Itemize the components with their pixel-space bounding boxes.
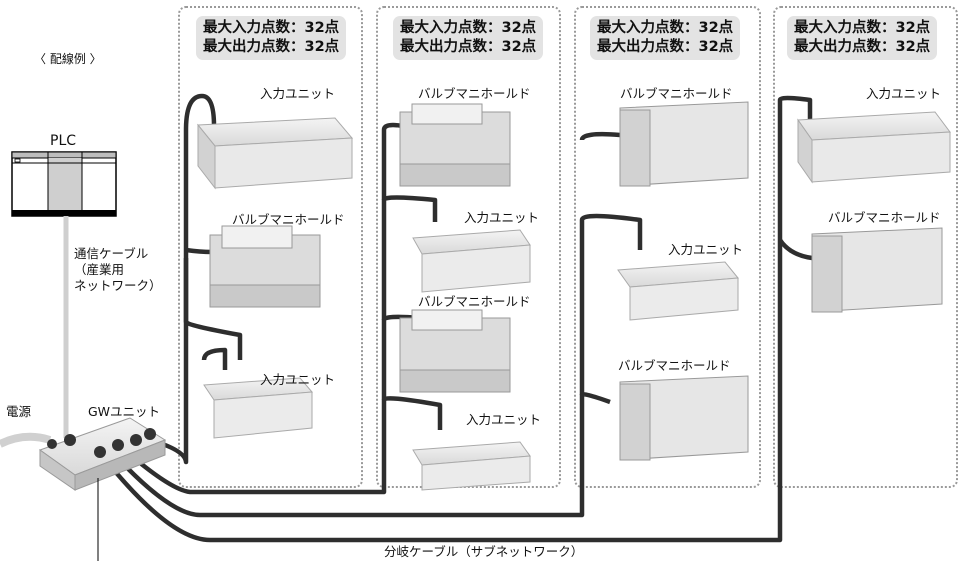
gw-unit-device	[38, 417, 167, 491]
device-label: バルブマニホールド	[232, 212, 345, 227]
spec-output: 最大出力点数：32点	[400, 39, 537, 55]
plc-label: PLC	[50, 133, 77, 149]
device-label: 入力ユニット	[260, 372, 336, 387]
device-label: 入力ユニット	[466, 412, 542, 427]
branch-cable-label: 分岐ケーブル（サブネットワーク）	[384, 544, 584, 559]
device-label: バルブマニホールド	[418, 294, 531, 309]
spec-output: 最大出力点数：32点	[794, 39, 931, 55]
spec-input: 最大入力点数：32点	[400, 20, 537, 36]
panel-2-spec: 最大入力点数：32点 最大出力点数：32点	[393, 16, 544, 60]
valve-manifold-device	[619, 375, 749, 461]
panel-3	[574, 6, 761, 488]
plc-icon	[11, 151, 117, 217]
input-unit-device	[617, 261, 739, 321]
branch-cables	[102, 93, 813, 543]
device-label: バルブマニホールド	[618, 358, 731, 373]
spec-input: 最大入力点数：32点	[203, 20, 340, 36]
valve-manifold-device	[619, 101, 749, 187]
valve-manifold-device	[811, 227, 943, 313]
spec-output: 最大出力点数：32点	[597, 39, 734, 55]
power-cable-line	[0, 432, 52, 448]
comm-cable-line-2: （産業用	[74, 262, 125, 277]
input-unit-device	[797, 111, 951, 184]
valve-manifold-device	[399, 309, 511, 393]
comm-cable-line-1: 通信ケーブル	[74, 246, 149, 261]
panel-3-spec: 最大入力点数：32点 最大出力点数：32点	[590, 16, 741, 60]
diagram-caption: 〈 配線例 〉	[34, 52, 102, 66]
comm-cable-line-3: ネットワーク）	[74, 278, 162, 293]
device-label: 入力ユニット	[260, 86, 336, 101]
spec-input: 最大入力点数：32点	[597, 20, 734, 36]
input-unit-device	[203, 377, 314, 439]
panel-4	[773, 6, 958, 488]
valve-manifold-device	[209, 225, 321, 308]
panel-4-spec: 最大入力点数：32点 最大出力点数：32点	[787, 16, 938, 60]
valve-manifold-device	[399, 103, 511, 187]
device-label: 入力ユニット	[464, 210, 540, 225]
device-label: 入力ユニット	[668, 242, 744, 257]
gw-unit-label: GWユニット	[88, 404, 161, 419]
input-unit-device	[412, 229, 531, 293]
device-label: バルブマニホールド	[828, 210, 941, 225]
spec-input: 最大入力点数：32点	[794, 20, 931, 36]
input-unit-device	[196, 117, 354, 190]
comm-cable-label: 通信ケーブル （産業用 ネットワーク）	[74, 246, 162, 294]
panel-1-spec: 最大入力点数：32点 最大出力点数：32点	[196, 16, 347, 60]
input-unit-device	[412, 441, 531, 491]
power-label: 電源	[6, 404, 32, 419]
device-label: バルブマニホールド	[418, 86, 531, 101]
spec-output: 最大出力点数：32点	[203, 39, 340, 55]
device-label: 入力ユニット	[866, 86, 942, 101]
panel-1	[178, 6, 363, 488]
device-label: バルブマニホールド	[620, 86, 733, 101]
